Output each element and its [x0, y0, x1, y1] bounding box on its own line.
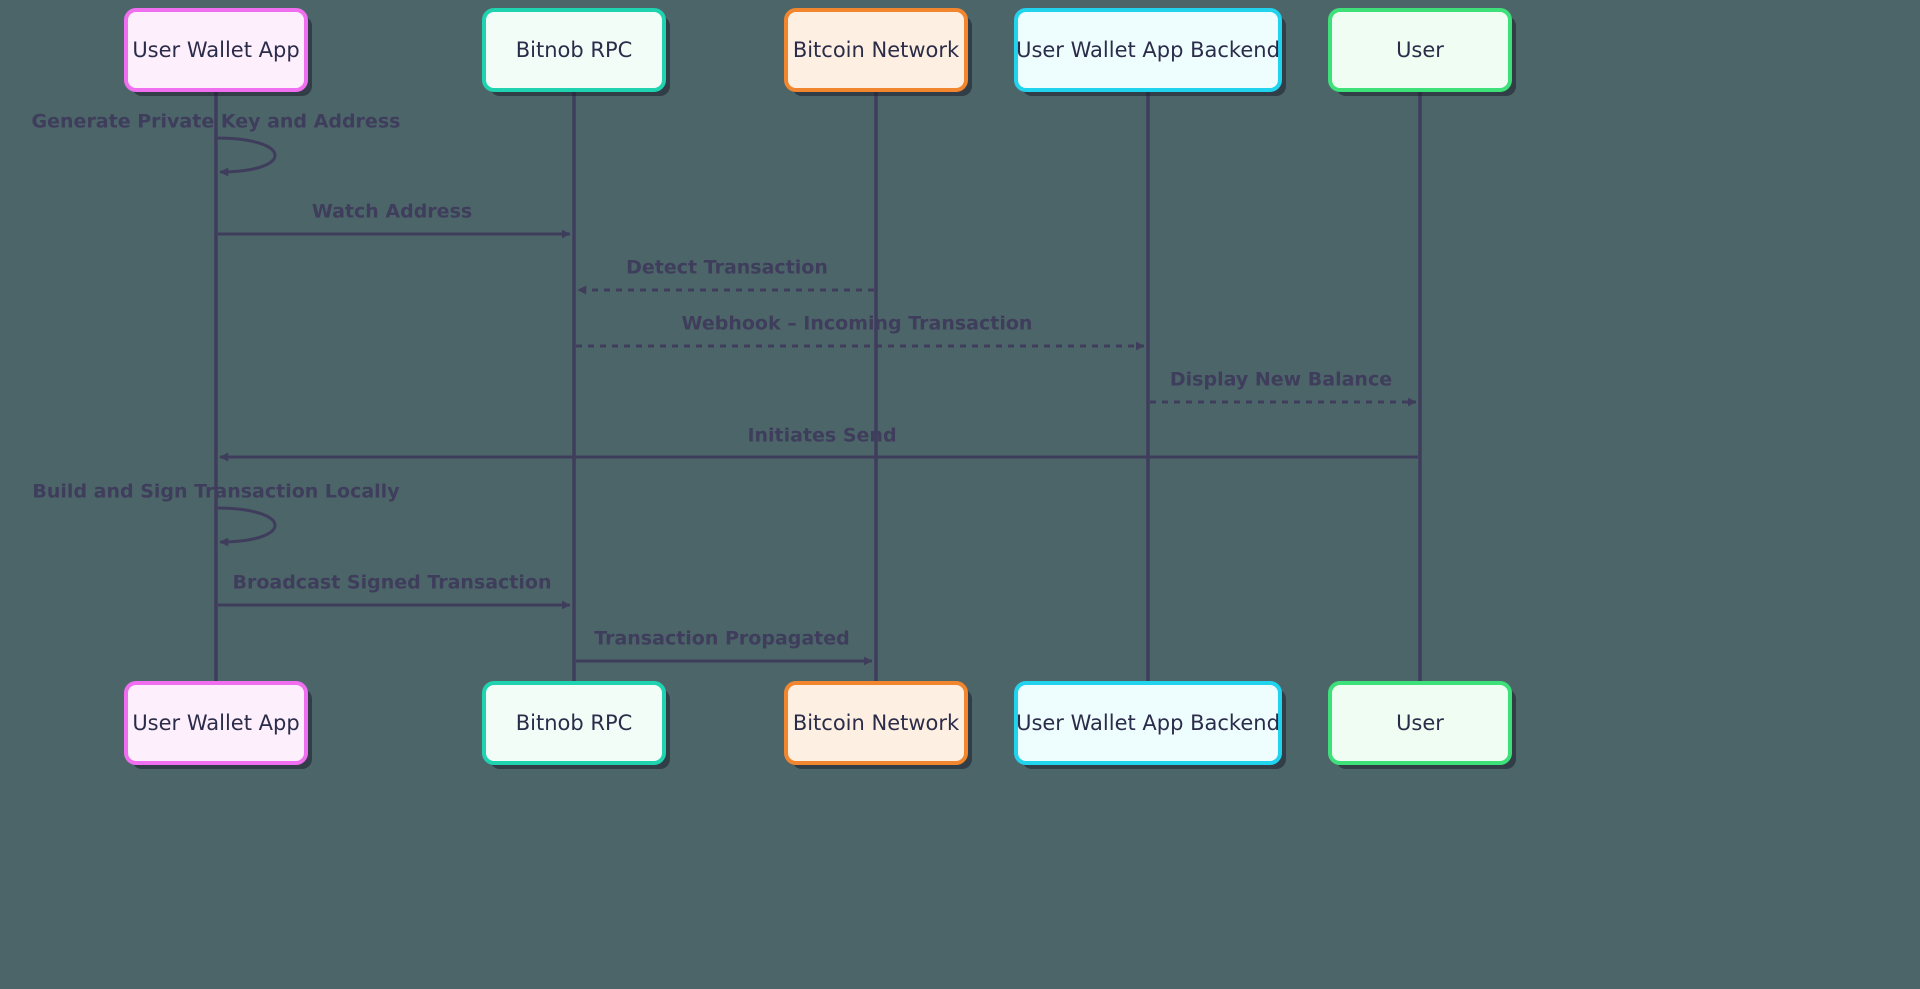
participant-box-rect	[1014, 8, 1282, 92]
participant-label: Bitcoin Network	[793, 38, 960, 62]
participant-box-wallet-top[interactable]: User Wallet App	[124, 8, 312, 96]
lifelines-layer	[214, 90, 1422, 683]
participant-box-btc-top[interactable]: Bitcoin Network	[784, 8, 972, 96]
participant-label: Bitnob RPC	[516, 711, 633, 735]
message-m7: Build and Sign Transaction Locally	[32, 481, 400, 547]
message-label: Build and Sign Transaction Locally	[32, 481, 400, 503]
message-label: Broadcast Signed Transaction	[232, 572, 551, 594]
participant-box-user-top[interactable]: User	[1328, 8, 1516, 96]
participant-box-rpc-top[interactable]: Bitnob RPC	[482, 8, 670, 96]
participant-box-rect	[124, 681, 308, 765]
self-message-path	[215, 506, 277, 547]
message-label: Generate Private Key and Address	[32, 111, 401, 133]
message-label: Watch Address	[312, 201, 472, 223]
participant-box-rect	[1328, 8, 1512, 92]
message-m8: Broadcast Signed Transaction	[218, 572, 571, 610]
message-label: Detect Transaction	[626, 257, 828, 279]
message-m2: Watch Address	[218, 201, 571, 239]
participant-box-backend-top[interactable]: User Wallet App Backend	[1014, 8, 1286, 96]
message-m3: Detect Transaction	[577, 257, 874, 295]
participant-label: User Wallet App Backend	[1016, 711, 1280, 735]
participant-box-wallet-bottom[interactable]: User Wallet App	[124, 681, 312, 769]
participant-box-rpc-bottom[interactable]: Bitnob RPC	[482, 681, 670, 769]
message-m1: Generate Private Key and Address	[32, 111, 401, 177]
participant-box-rect	[482, 8, 666, 92]
message-m6: Initiates Send	[219, 425, 1418, 462]
participant-label: Bitcoin Network	[793, 711, 960, 735]
participant-label: User Wallet App	[132, 711, 299, 735]
participant-box-rect	[482, 681, 666, 765]
participant-label: User	[1396, 38, 1444, 62]
participant-box-user-bottom[interactable]: User	[1328, 681, 1516, 769]
participant-box-rect	[1014, 681, 1282, 765]
message-m5: Display New Balance	[1150, 369, 1417, 407]
participant-box-rect	[784, 681, 968, 765]
message-label: Initiates Send	[747, 425, 896, 447]
message-m9: Transaction Propagated	[576, 628, 873, 666]
participant-box-rect	[784, 8, 968, 92]
message-label: Transaction Propagated	[594, 628, 850, 650]
participant-box-backend-bottom[interactable]: User Wallet App Backend	[1014, 681, 1286, 769]
participant-label: Bitnob RPC	[516, 38, 633, 62]
message-m4: Webhook – Incoming Transaction	[576, 313, 1145, 351]
participant-box-btc-bottom[interactable]: Bitcoin Network	[784, 681, 972, 769]
participant-box-rect	[1328, 681, 1512, 765]
message-label: Webhook – Incoming Transaction	[682, 313, 1033, 335]
self-message-path	[215, 136, 277, 177]
participant-box-rect	[124, 8, 308, 92]
participant-label: User	[1396, 711, 1444, 735]
participant-label: User Wallet App	[132, 38, 299, 62]
participant-label: User Wallet App Backend	[1016, 38, 1280, 62]
message-label: Display New Balance	[1170, 369, 1392, 391]
